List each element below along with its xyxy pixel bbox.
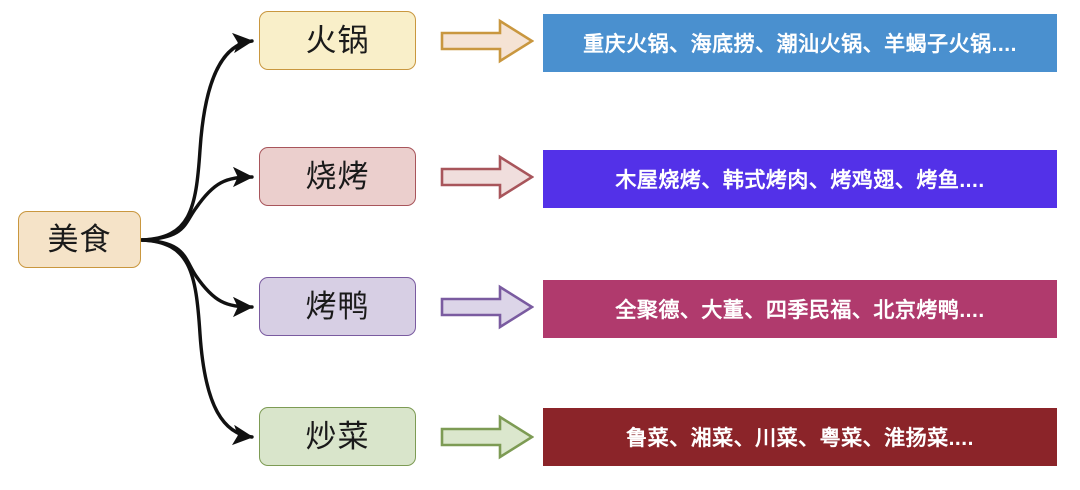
branch-node-chaocai[interactable]: 炒菜 bbox=[259, 407, 416, 466]
branch-node-label: 火锅 bbox=[305, 23, 370, 58]
branch-node-label: 烤鸭 bbox=[305, 289, 370, 324]
branch-node-kaoya[interactable]: 烤鸭 bbox=[259, 277, 416, 336]
branch-node-label: 烧烤 bbox=[305, 159, 370, 194]
right-block-arrow-icon bbox=[440, 154, 534, 200]
right-block-arrow-icon bbox=[440, 414, 534, 460]
branch-node-shaokao[interactable]: 烧烤 bbox=[259, 147, 416, 206]
content-bar-text: 重庆火锅、海底捞、潮汕火锅、羊蝎子火锅.... bbox=[583, 33, 1017, 56]
root-node[interactable]: 美食 bbox=[18, 211, 141, 268]
content-bar: 全聚德、大董、四季民福、北京烤鸭.... bbox=[543, 280, 1057, 338]
content-bar: 重庆火锅、海底捞、潮汕火锅、羊蝎子火锅.... bbox=[543, 14, 1057, 72]
content-bar-text: 鲁菜、湘菜、川菜、粤菜、淮扬菜.... bbox=[626, 427, 974, 450]
connector-to-branch-2 bbox=[140, 238, 254, 318]
right-block-arrow-icon bbox=[440, 18, 534, 64]
connector-to-branch-3 bbox=[140, 238, 254, 446]
root-node-label: 美食 bbox=[47, 222, 112, 257]
content-bar: 木屋烧烤、韩式烤肉、烤鸡翅、烤鱼.... bbox=[543, 150, 1057, 208]
branch-node-huoguo[interactable]: 火锅 bbox=[259, 11, 416, 70]
content-bar: 鲁菜、湘菜、川菜、粤菜、淮扬菜.... bbox=[543, 408, 1057, 466]
content-bar-text: 木屋烧烤、韩式烤肉、烤鸡翅、烤鱼.... bbox=[615, 169, 985, 192]
connector-to-branch-1 bbox=[140, 166, 254, 242]
branch-node-label: 炒菜 bbox=[305, 419, 370, 454]
right-block-arrow-icon bbox=[440, 284, 534, 330]
content-bar-text: 全聚德、大董、四季民福、北京烤鸭.... bbox=[615, 299, 985, 322]
connector-to-branch-0 bbox=[140, 32, 254, 242]
